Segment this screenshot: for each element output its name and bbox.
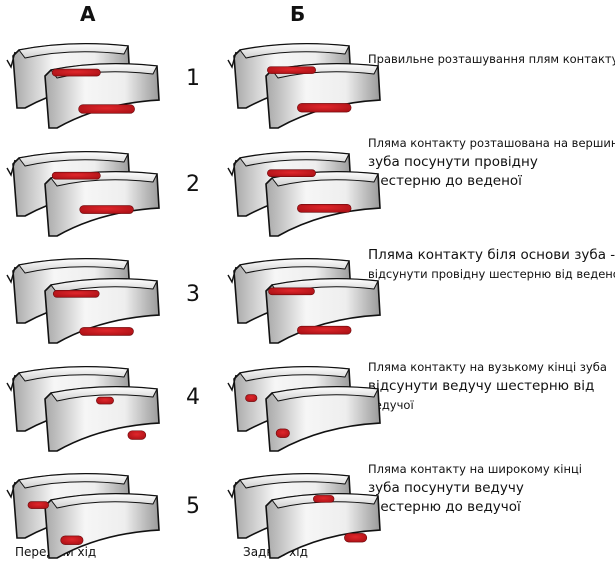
contact-patch: [27, 501, 49, 509]
contact-patch: [78, 104, 135, 114]
gear-tooth-top: [50, 278, 158, 294]
column-header-b: Б: [290, 2, 306, 26]
row-number-2: 2: [186, 172, 200, 197]
contact-patch: [60, 535, 84, 545]
gear-tooth-top: [18, 258, 129, 274]
contact-patch: [96, 396, 114, 405]
tooth-pair-b-2: [227, 150, 381, 237]
column-header-a: А: [80, 2, 96, 26]
tooth-edge-mark: [227, 266, 237, 284]
tooth-edge-mark: [227, 51, 237, 69]
note-line: зуба посунути ведучу: [368, 480, 524, 496]
note-line: шестерню до ведучої: [368, 499, 521, 515]
row-note-3: Пляма контакту біля основи зуба - відсун…: [368, 246, 615, 284]
contact-patch: [51, 171, 101, 180]
contact-patch: [275, 428, 290, 438]
contact-patch: [268, 287, 315, 296]
gear-tooth-top: [239, 151, 350, 167]
contact-patch: [297, 204, 352, 213]
contact-patch: [297, 325, 352, 335]
tooth-pair-b-1: [227, 42, 381, 129]
gear-tooth-top: [18, 473, 129, 489]
gear-tooth-top: [271, 386, 379, 402]
gear-tooth-top: [50, 386, 158, 402]
contact-patch: [267, 169, 316, 177]
contact-patch: [245, 394, 258, 402]
row-number-5: 5: [186, 494, 200, 519]
gear-tooth-top: [239, 43, 350, 59]
contact-patch: [297, 103, 352, 113]
note-line: відсунути ведучу шестерню від: [368, 378, 595, 394]
tooth-edge-mark: [6, 374, 16, 392]
tooth-edge-mark: [6, 266, 16, 284]
contact-patch: [79, 205, 134, 214]
note-line: Пляма контакту розташована на вершині: [368, 136, 615, 150]
note-line: відсунути провідну шестерню від веденої: [368, 267, 615, 281]
note-line: шестерню до веденої: [368, 173, 522, 189]
tooth-edge-mark: [227, 374, 237, 392]
tooth-pair-a-2: [6, 150, 160, 237]
note-line: Правильне розташування плям контакту: [368, 52, 615, 66]
row-note-5: Пляма контакту на широкому кінці зуба по…: [368, 460, 613, 517]
tooth-pair-b-3: [227, 257, 381, 344]
row-number-3: 3: [186, 282, 200, 307]
contact-patch: [344, 533, 368, 543]
tooth-edge-mark: [227, 481, 237, 499]
row-note-1: Правильне розташування плям контакту: [368, 50, 615, 69]
gear-tooth-top: [18, 151, 129, 167]
tooth-pair-b-5: [227, 472, 381, 559]
note-line: Пляма контакту на широкому кінці: [368, 462, 583, 476]
contact-patch: [79, 327, 134, 336]
gear-tooth-top: [18, 43, 129, 59]
tooth-edge-mark: [227, 159, 237, 177]
gear-tooth-top: [239, 258, 350, 274]
row-note-2: Пляма контакту розташована на вершині зу…: [368, 134, 615, 191]
contact-patch: [313, 495, 335, 503]
tooth-pair-b-4: [227, 365, 381, 452]
note-line: Пляма контакту біля основи зуба -: [368, 247, 615, 263]
tooth-pair-a-4: [6, 365, 160, 452]
row-number-1: 1: [186, 66, 200, 91]
tooth-edge-mark: [6, 51, 16, 69]
contact-patch: [127, 430, 147, 440]
gear-tooth-top: [239, 473, 350, 489]
tooth-pair-a-5: [6, 472, 160, 559]
note-line: ведучої: [368, 398, 414, 412]
tooth-edge-mark: [6, 159, 16, 177]
row-note-4: Пляма контакту на вузькому кінці зуба ві…: [368, 358, 613, 415]
contact-patch: [267, 66, 316, 74]
tooth-pair-a-1: [6, 42, 160, 129]
gear-tooth-top: [239, 366, 350, 382]
gear-tooth-top: [50, 493, 158, 509]
contact-patch: [52, 289, 100, 298]
tooth-pair-a-3: [6, 257, 160, 344]
row-number-4: 4: [186, 385, 200, 410]
tooth-edge-mark: [6, 481, 16, 499]
contact-patch: [51, 68, 101, 77]
gear-tooth-top: [18, 366, 129, 382]
note-line: Пляма контакту на вузькому кінці зуба: [368, 360, 607, 374]
note-line: зуба посунути провідну: [368, 154, 538, 170]
